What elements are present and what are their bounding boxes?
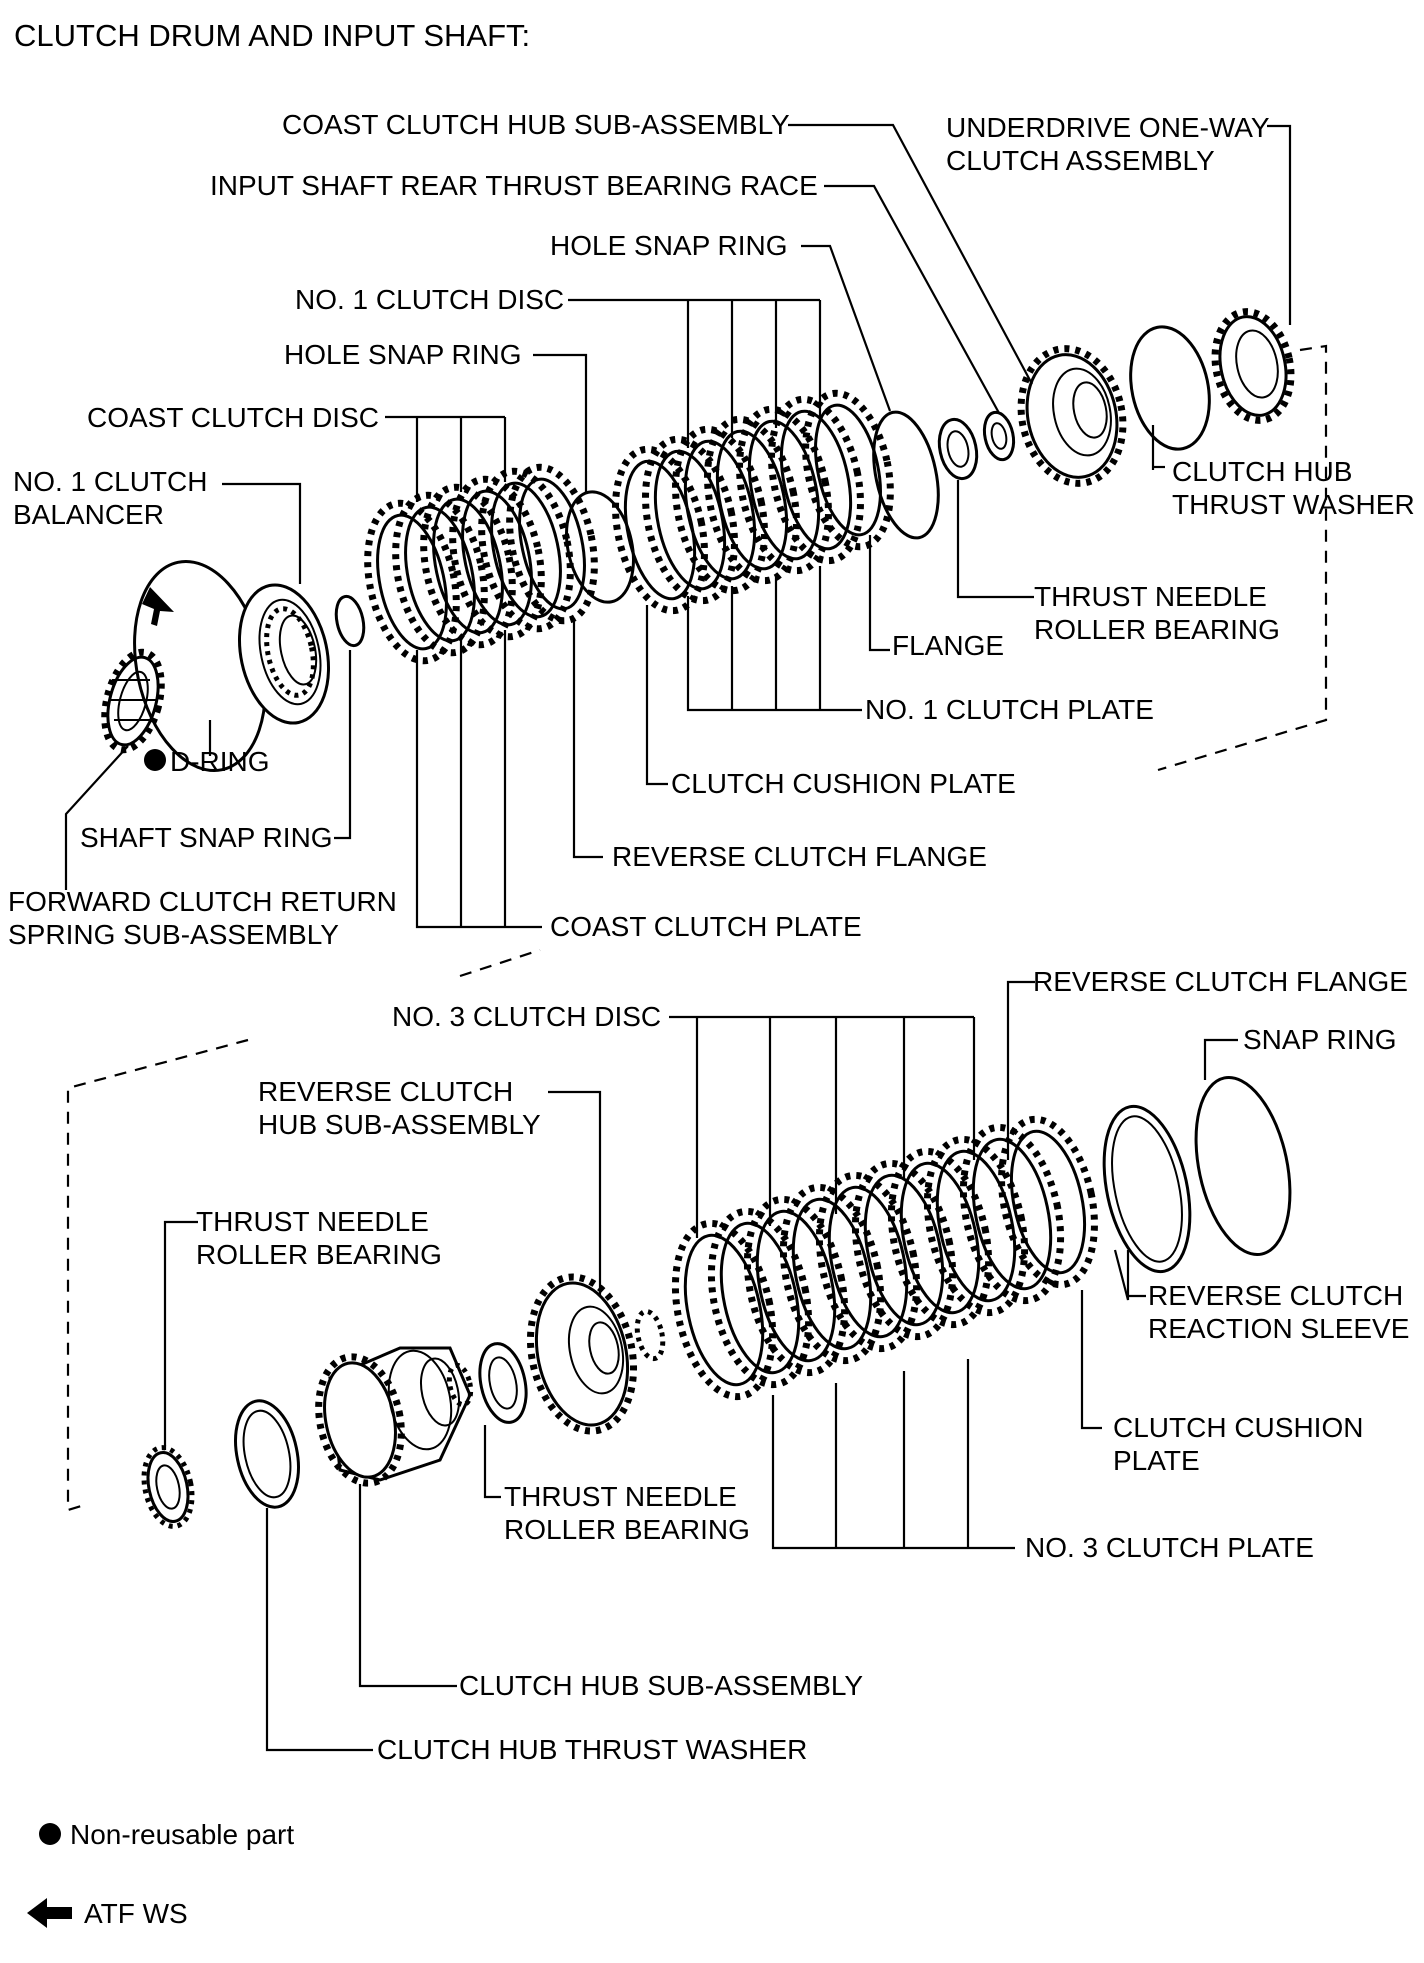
label-reverse-clutch-flange-bottom: REVERSE CLUTCH FLANGE bbox=[1033, 966, 1408, 997]
label-clutch-cushion-plate-top: CLUTCH CUSHION PLATE bbox=[671, 768, 1016, 799]
label-snap-ring: SNAP RING bbox=[1243, 1024, 1397, 1055]
label-flange: FLANGE bbox=[892, 630, 1004, 661]
label-clutch-hub-sub: CLUTCH HUB SUB-ASSEMBLY bbox=[459, 1670, 863, 1701]
no1-clutch-stack bbox=[612, 389, 894, 615]
label-hole-snap-ring: HOLE SNAP RING bbox=[284, 339, 522, 370]
label-no3-clutch-disc: NO. 3 CLUTCH DISC bbox=[392, 1001, 661, 1032]
coast-clutch-stack bbox=[364, 463, 598, 665]
bottom-assembly bbox=[141, 1075, 1292, 1529]
label-hole-snap-ring-upper: HOLE SNAP RING bbox=[550, 230, 788, 261]
no3-clutch-stack bbox=[671, 1115, 1098, 1401]
label-reverse-sleeve-line2: REACTION SLEEVE bbox=[1148, 1313, 1409, 1344]
label-underdrive-line2: CLUTCH ASSEMBLY bbox=[946, 145, 1215, 176]
coast-clutch-hub-part bbox=[1017, 345, 1127, 487]
part-labels: COAST CLUTCH HUB SUB-ASSEMBLY UNDERDRIVE… bbox=[8, 109, 1415, 1765]
label-clutch-cushion-bottom-line1: CLUTCH CUSHION bbox=[1113, 1412, 1363, 1443]
legend-atf-arrow-icon bbox=[27, 1898, 72, 1928]
hole-snap-ring-upper-part bbox=[872, 410, 940, 540]
label-coast-clutch-plate: COAST CLUTCH PLATE bbox=[550, 911, 862, 942]
label-clutch-hub-washer-top-line2: THRUST WASHER bbox=[1172, 489, 1415, 520]
label-forward-return-line2: SPRING SUB-ASSEMBLY bbox=[8, 919, 339, 950]
label-underdrive-line1: UNDERDRIVE ONE-WAY bbox=[946, 112, 1270, 143]
top-leader-lines bbox=[64, 123, 1292, 929]
no1-clutch-balancer bbox=[237, 583, 331, 725]
label-thrust-needle-mid-line1: THRUST NEEDLE bbox=[504, 1481, 737, 1512]
forward-clutch-return-spring bbox=[101, 648, 165, 754]
shaft-snap-ring-part bbox=[334, 594, 366, 648]
diagram-title: CLUTCH DRUM AND INPUT SHAFT: bbox=[14, 18, 530, 53]
reverse-clutch-reaction-sleeve-part bbox=[1102, 1104, 1192, 1274]
label-input-shaft-race: INPUT SHAFT REAR THRUST BEARING RACE bbox=[210, 170, 818, 201]
snap-ring-part bbox=[1194, 1075, 1292, 1257]
label-no1-clutch-plate: NO. 1 CLUTCH PLATE bbox=[865, 694, 1154, 725]
clutch-hub-sub-assembly-part bbox=[315, 1346, 474, 1487]
label-no1-balancer-line1: NO. 1 CLUTCH bbox=[13, 466, 207, 497]
label-shaft-snap-ring: SHAFT SNAP RING bbox=[80, 822, 333, 853]
label-clutch-cushion-bottom-line2: PLATE bbox=[1113, 1445, 1200, 1476]
legend-atf-text: ATF WS bbox=[84, 1898, 188, 1929]
label-thrust-needle-left-line2: ROLLER BEARING bbox=[196, 1239, 442, 1270]
label-thrust-needle-left-line1: THRUST NEEDLE bbox=[196, 1206, 429, 1237]
label-thrust-needle-mid-line2: ROLLER BEARING bbox=[504, 1514, 750, 1545]
legend-non-reusable-text: Non-reusable part bbox=[70, 1819, 294, 1850]
label-d-ring: D-RING bbox=[170, 746, 270, 777]
thrust-needle-bearing-mid-part bbox=[478, 1342, 528, 1424]
assembly-connector-lines bbox=[66, 344, 1328, 1512]
label-no1-balancer-line2: BALANCER bbox=[13, 499, 164, 530]
label-no1-clutch-disc: NO. 1 CLUTCH DISC bbox=[295, 284, 564, 315]
label-thrust-needle-top-line1: THRUST NEEDLE bbox=[1034, 581, 1267, 612]
thrust-needle-bearing-top-part bbox=[937, 417, 979, 481]
label-reverse-hub-line2: HUB SUB-ASSEMBLY bbox=[258, 1109, 541, 1140]
label-coast-clutch-disc: COAST CLUTCH DISC bbox=[87, 402, 379, 433]
non-reusable-dot-icon bbox=[144, 749, 166, 771]
label-no3-clutch-plate: NO. 3 CLUTCH PLATE bbox=[1025, 1532, 1314, 1563]
top-assembly bbox=[101, 308, 1295, 773]
bottom-leader-lines bbox=[163, 980, 1238, 1752]
legend: Non-reusable part ATF WS bbox=[27, 1819, 294, 1929]
label-reverse-hub-line1: REVERSE CLUTCH bbox=[258, 1076, 513, 1107]
thrust-needle-bearing-left-part bbox=[141, 1445, 195, 1529]
legend-non-reusable-dot-icon bbox=[39, 1823, 61, 1845]
clutch-hub-thrust-washer-part bbox=[234, 1399, 300, 1509]
label-thrust-needle-top-line2: ROLLER BEARING bbox=[1034, 614, 1280, 645]
clutch-hub-thrust-washer-top-part bbox=[1129, 325, 1211, 451]
d-ring-arrow-icon bbox=[142, 587, 174, 626]
label-coast-clutch-hub: COAST CLUTCH HUB SUB-ASSEMBLY bbox=[282, 109, 790, 140]
label-clutch-hub-thrust-washer: CLUTCH HUB THRUST WASHER bbox=[377, 1734, 807, 1765]
reverse-clutch-hub-part bbox=[526, 1273, 666, 1435]
label-reverse-sleeve-line1: REVERSE CLUTCH bbox=[1148, 1280, 1403, 1311]
input-shaft-race-part bbox=[982, 410, 1016, 462]
label-reverse-clutch-flange-top: REVERSE CLUTCH FLANGE bbox=[612, 841, 987, 872]
label-forward-return-line1: FORWARD CLUTCH RETURN bbox=[8, 886, 397, 917]
underdrive-one-way-clutch-part bbox=[1211, 308, 1295, 424]
hole-snap-ring-part bbox=[565, 490, 635, 604]
label-clutch-hub-washer-top-line1: CLUTCH HUB bbox=[1172, 456, 1352, 487]
